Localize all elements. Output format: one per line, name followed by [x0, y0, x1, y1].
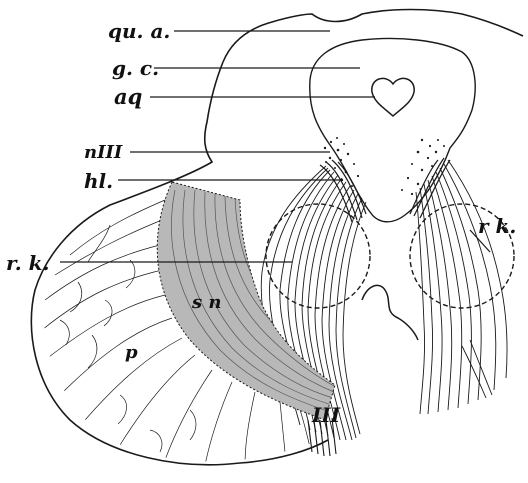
aqueduct	[372, 78, 414, 116]
red-nucleus-left	[266, 204, 370, 308]
label-central-grey: g. c.	[112, 56, 159, 80]
central-grey-matter	[310, 39, 475, 222]
label-pes-pedunculi: p	[125, 342, 138, 363]
label-substantia-nigra: s n	[191, 292, 222, 313]
label-longitudinal-bundle: hl.	[84, 169, 113, 193]
label-aqueduct: aq	[114, 84, 142, 109]
label-oculomotor-nucleus: nIII	[84, 142, 123, 163]
label-quadrigeminal: qu. a.	[108, 19, 170, 43]
label-red-nucleus-right: r k.	[478, 214, 516, 238]
label-oculomotor-nerve: III	[311, 403, 341, 427]
label-red-nucleus-left: r. k.	[6, 251, 49, 275]
interpeduncular-notch	[362, 285, 418, 340]
